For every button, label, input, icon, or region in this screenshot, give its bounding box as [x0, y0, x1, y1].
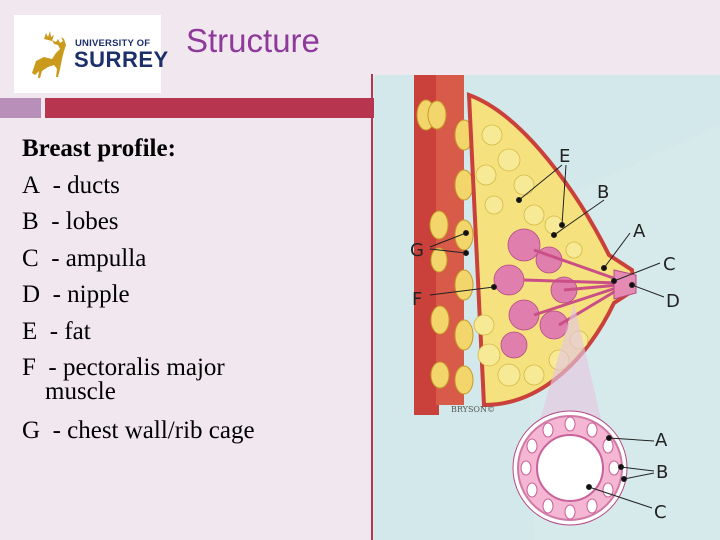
- stag-icon: [32, 31, 66, 78]
- duct-cross-section-inset: [512, 410, 628, 526]
- item-letter: C: [22, 244, 39, 272]
- item-text: - ducts: [52, 171, 120, 199]
- list-item: B - lobes: [22, 204, 362, 241]
- label-a: A: [633, 221, 646, 242]
- item-letter: G: [22, 416, 41, 444]
- ducts: [523, 248, 620, 327]
- item-text: - lobes: [51, 208, 119, 235]
- list-item: F - pectoralis major: [22, 350, 362, 387]
- inset-label-c: C: [654, 502, 667, 523]
- list-item: D - nipple: [22, 277, 362, 314]
- list-item: C - ampulla: [22, 241, 362, 278]
- item-text: - chest wall/rib cage: [52, 416, 255, 444]
- university-logo: UNIVERSITY OF SURREY: [14, 15, 168, 93]
- list-heading: Breast profile:: [22, 135, 176, 162]
- list-item-continuation: muscle: [45, 377, 116, 405]
- item-letter: F: [22, 354, 36, 381]
- label-c: C: [663, 254, 676, 275]
- vertical-divider: [371, 74, 373, 540]
- logo-line2: SURREY: [74, 47, 169, 72]
- item-text: - fat: [49, 317, 91, 345]
- inset-label-b: B: [656, 462, 668, 483]
- item-text: - nipple: [52, 281, 130, 308]
- label-e: E: [559, 146, 570, 167]
- label-f: F: [412, 289, 422, 310]
- slide-title: Structure: [186, 22, 320, 59]
- item-letter: D: [22, 281, 41, 308]
- list-item: G - chest wall/rib cage: [22, 413, 362, 450]
- accent-bar-small: [0, 98, 41, 118]
- label-d: D: [666, 291, 680, 312]
- list-item: A - ducts: [22, 168, 362, 205]
- item-letter: E: [22, 317, 38, 345]
- nipple: [613, 269, 637, 300]
- item-letter: A: [22, 171, 41, 199]
- label-g: G: [410, 240, 424, 261]
- item-text: - pectoralis major: [48, 354, 225, 381]
- inset-label-a: A: [655, 430, 668, 451]
- item-text: - ampulla: [51, 244, 147, 272]
- item-letter: B: [22, 208, 39, 235]
- list-item: E - fat: [22, 314, 362, 351]
- accent-bar: [45, 98, 375, 118]
- label-b: B: [597, 182, 609, 203]
- illustration-credit: BRYSON©: [451, 405, 495, 414]
- breast-profile-list: Breast profile: A - ducts B - lobes C - …: [22, 131, 362, 449]
- logo-line1: UNIVERSITY OF: [75, 38, 151, 49]
- breast-anatomy-diagram: E B A G C F D BRYSON© A B C: [374, 75, 720, 540]
